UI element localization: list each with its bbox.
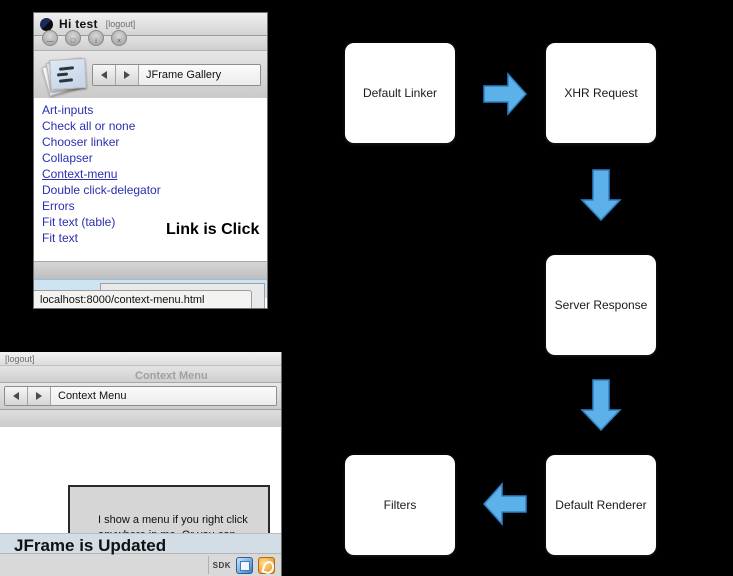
flow-node-default-renderer[interactable]: Default Renderer (546, 455, 656, 555)
context-navbar[interactable]: Context Menu (4, 386, 277, 406)
back-arrow-icon[interactable] (93, 65, 116, 85)
sdk-orange-icon[interactable] (258, 556, 275, 574)
link-clickable-overlay-label: Link is Click (166, 221, 260, 238)
browser-window-gallery[interactable]: Hi test [logout] — □ i × (33, 12, 268, 309)
flow-node-label: Server Response (554, 298, 648, 312)
list-item[interactable]: Double click-delegator (42, 183, 161, 197)
gallery-nav-title: JFrame Gallery (139, 65, 260, 85)
minimize-button[interactable]: — (42, 30, 58, 46)
list-item[interactable]: Art-inputs (42, 103, 94, 117)
browser-window-context-menu[interactable]: [logout] Context Menu Context Menu I sho… (0, 352, 282, 576)
jframe-updated-banner (0, 533, 281, 554)
context-page-body: I show a menu if you right click anywher… (0, 427, 281, 565)
flow-node-label: Default Renderer (555, 498, 647, 512)
list-item[interactable]: Errors (42, 199, 75, 213)
restore-button[interactable]: □ (65, 30, 81, 46)
gallery-link-list[interactable]: Art-inputs Check all or none Chooser lin… (42, 102, 267, 246)
flow-node-xhr-request[interactable]: XHR Request (546, 43, 656, 143)
app-logo-icon (40, 17, 53, 31)
sdk-label: SDK (212, 560, 231, 570)
jframe-updated-label: JFrame is Updated (14, 536, 167, 555)
logout-link[interactable]: [logout] (5, 353, 35, 364)
context-navbar-row: Context Menu (0, 383, 281, 410)
window-button-row: — □ i × (34, 30, 267, 51)
list-item-context-menu[interactable]: Context-menu (42, 167, 118, 181)
gallery-navbar[interactable]: JFrame Gallery (92, 64, 261, 86)
arrow-down-icon (578, 378, 624, 434)
gallery-toolbar: JFrame Gallery (34, 51, 267, 100)
close-button[interactable]: × (111, 30, 127, 46)
flow-node-server-response[interactable]: Server Response (546, 255, 656, 355)
flow-node-default-linker[interactable]: Default Linker (345, 43, 455, 143)
gallery-separator-bar (34, 261, 267, 280)
forward-arrow-icon[interactable] (28, 387, 51, 405)
list-item[interactable]: Fit text (42, 231, 79, 245)
context-status-bar: SDK (0, 553, 281, 576)
arrow-left-icon (482, 480, 528, 528)
forward-arrow-icon[interactable] (116, 65, 139, 85)
flow-node-filters[interactable]: Filters (345, 455, 455, 555)
photo-stack-icon (40, 53, 88, 97)
info-button[interactable]: i (88, 30, 104, 46)
flow-node-label: Filters (383, 498, 417, 512)
status-bar-url: localhost:8000/context-menu.html (34, 290, 252, 308)
sdk-blue-icon[interactable] (236, 556, 253, 574)
flow-node-label: Default Linker (362, 86, 438, 100)
list-item[interactable]: Collapser (42, 151, 93, 165)
logout-link[interactable]: [logout] (105, 19, 136, 29)
context-window-ghost-title: Context Menu (135, 370, 208, 382)
arrow-right-icon (482, 70, 528, 118)
list-item[interactable]: Fit text (table) (42, 215, 116, 229)
back-arrow-icon[interactable] (5, 387, 28, 405)
status-divider (208, 556, 209, 574)
context-window-topstrip: [logout] (0, 352, 281, 366)
list-item[interactable]: Check all or none (42, 119, 136, 133)
greeting-label: Hi test (59, 17, 98, 31)
context-nav-title: Context Menu (51, 387, 276, 405)
gallery-link-list-area: Art-inputs Check all or none Chooser lin… (34, 98, 267, 262)
context-window-titlestrip: Context Menu (0, 366, 281, 383)
list-item[interactable]: Chooser linker (42, 135, 120, 149)
arrow-down-icon (578, 168, 624, 224)
flow-node-label: XHR Request (564, 86, 638, 100)
